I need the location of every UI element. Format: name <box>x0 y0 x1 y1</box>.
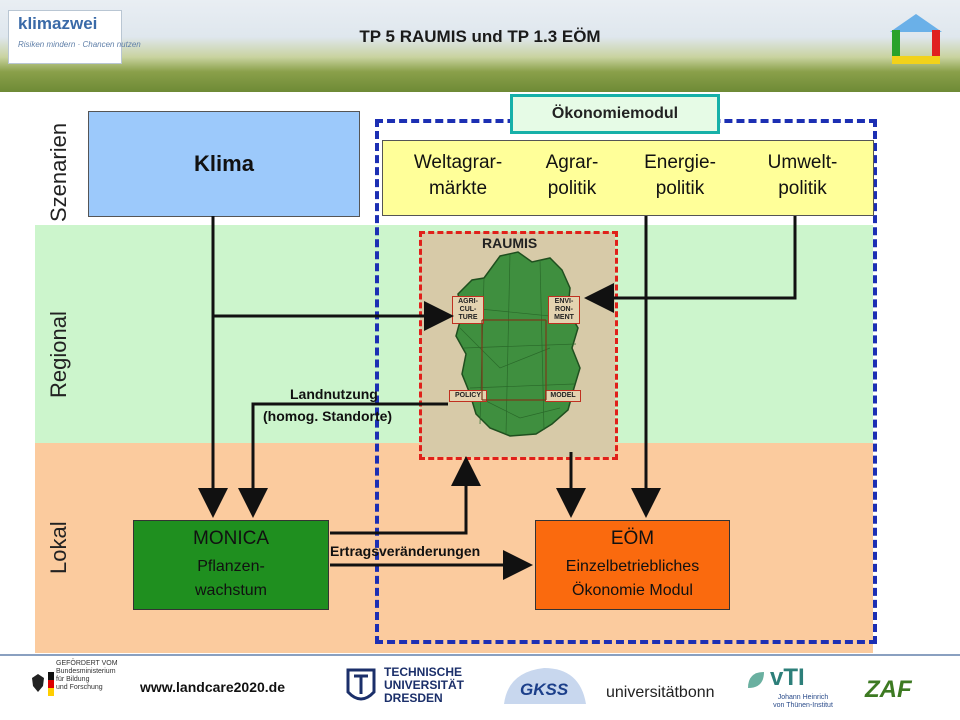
eom-sub2: Ökonomie Modul <box>572 582 693 599</box>
zaf-logo: ZAF <box>865 676 912 703</box>
klimazwei-logo <box>8 10 122 64</box>
logo-tagline: Risiken mindern · Chancen nutzen <box>18 40 141 49</box>
logo-name: klimazwei <box>18 14 98 33</box>
raumis-title: RAUMIS <box>482 235 538 251</box>
raumis-agriculture-label: AGRI- CUL- TURE <box>452 296 484 324</box>
driver-agrarpolitik: Agrar-politik <box>545 152 599 199</box>
raumis-links <box>481 319 547 401</box>
driver-umweltpolitik: Umwelt-politik <box>767 152 838 199</box>
eom-title: EÖM <box>610 528 655 549</box>
driver-weltagrarmaerkte: Weltagrar-märkte <box>413 152 503 199</box>
footer-divider <box>0 654 960 656</box>
website-url: www.landcare2020.de <box>140 679 285 695</box>
gkss-logo-icon <box>504 668 586 704</box>
federal-eagle-icon <box>32 674 44 692</box>
page-title: TP 5 RAUMIS und TP 1.3 EÖM <box>359 27 601 46</box>
edge-label-ertragsveraenderungen: Ertragsveränderungen <box>330 543 481 559</box>
german-flag-icon <box>48 672 54 696</box>
vti-logo: vTI <box>770 664 805 691</box>
tu-dresden-emblem-icon <box>346 668 376 701</box>
monica-sub2: wachstum <box>194 582 268 599</box>
tu-dresden-logo: TECHNISCHE UNIVERSITÄT DRESDEN <box>384 665 465 705</box>
monica-title: MONICA <box>193 528 269 549</box>
vti-leaf-icon <box>748 672 764 688</box>
driver-energiepolitik: Energie-politik <box>644 152 716 199</box>
uni-bonn-logo: universitätbonn <box>606 684 715 701</box>
gkss-logo: GKSS <box>520 680 569 699</box>
bmbf-logo-text: GEFÖRDERT VOM Bundesministerium für Bild… <box>56 660 118 691</box>
oekonomiemodul-label: Ökonomiemodul <box>510 94 720 134</box>
edge-label-standorte: (homog. Standorte) <box>263 408 393 424</box>
edge-label-landnutzung: Landnutzung <box>290 386 378 402</box>
monica-node <box>133 520 329 610</box>
vti-institute-name: Johann Heinrich von Thünen-Institut <box>773 694 833 709</box>
eom-node <box>535 520 730 610</box>
raumis-environment-label: ENVI- RON- MENT <box>548 296 580 324</box>
house-icon <box>890 14 942 64</box>
raumis-policy-label: POLICY <box>449 390 487 402</box>
policy-drivers-box <box>382 140 874 216</box>
monica-sub1: Pflanzen- <box>197 558 265 575</box>
klima-node: Klima <box>88 111 360 217</box>
header-banner <box>0 0 960 92</box>
eom-sub1: Einzelbetriebliches <box>565 558 700 575</box>
raumis-boundary <box>419 231 618 460</box>
